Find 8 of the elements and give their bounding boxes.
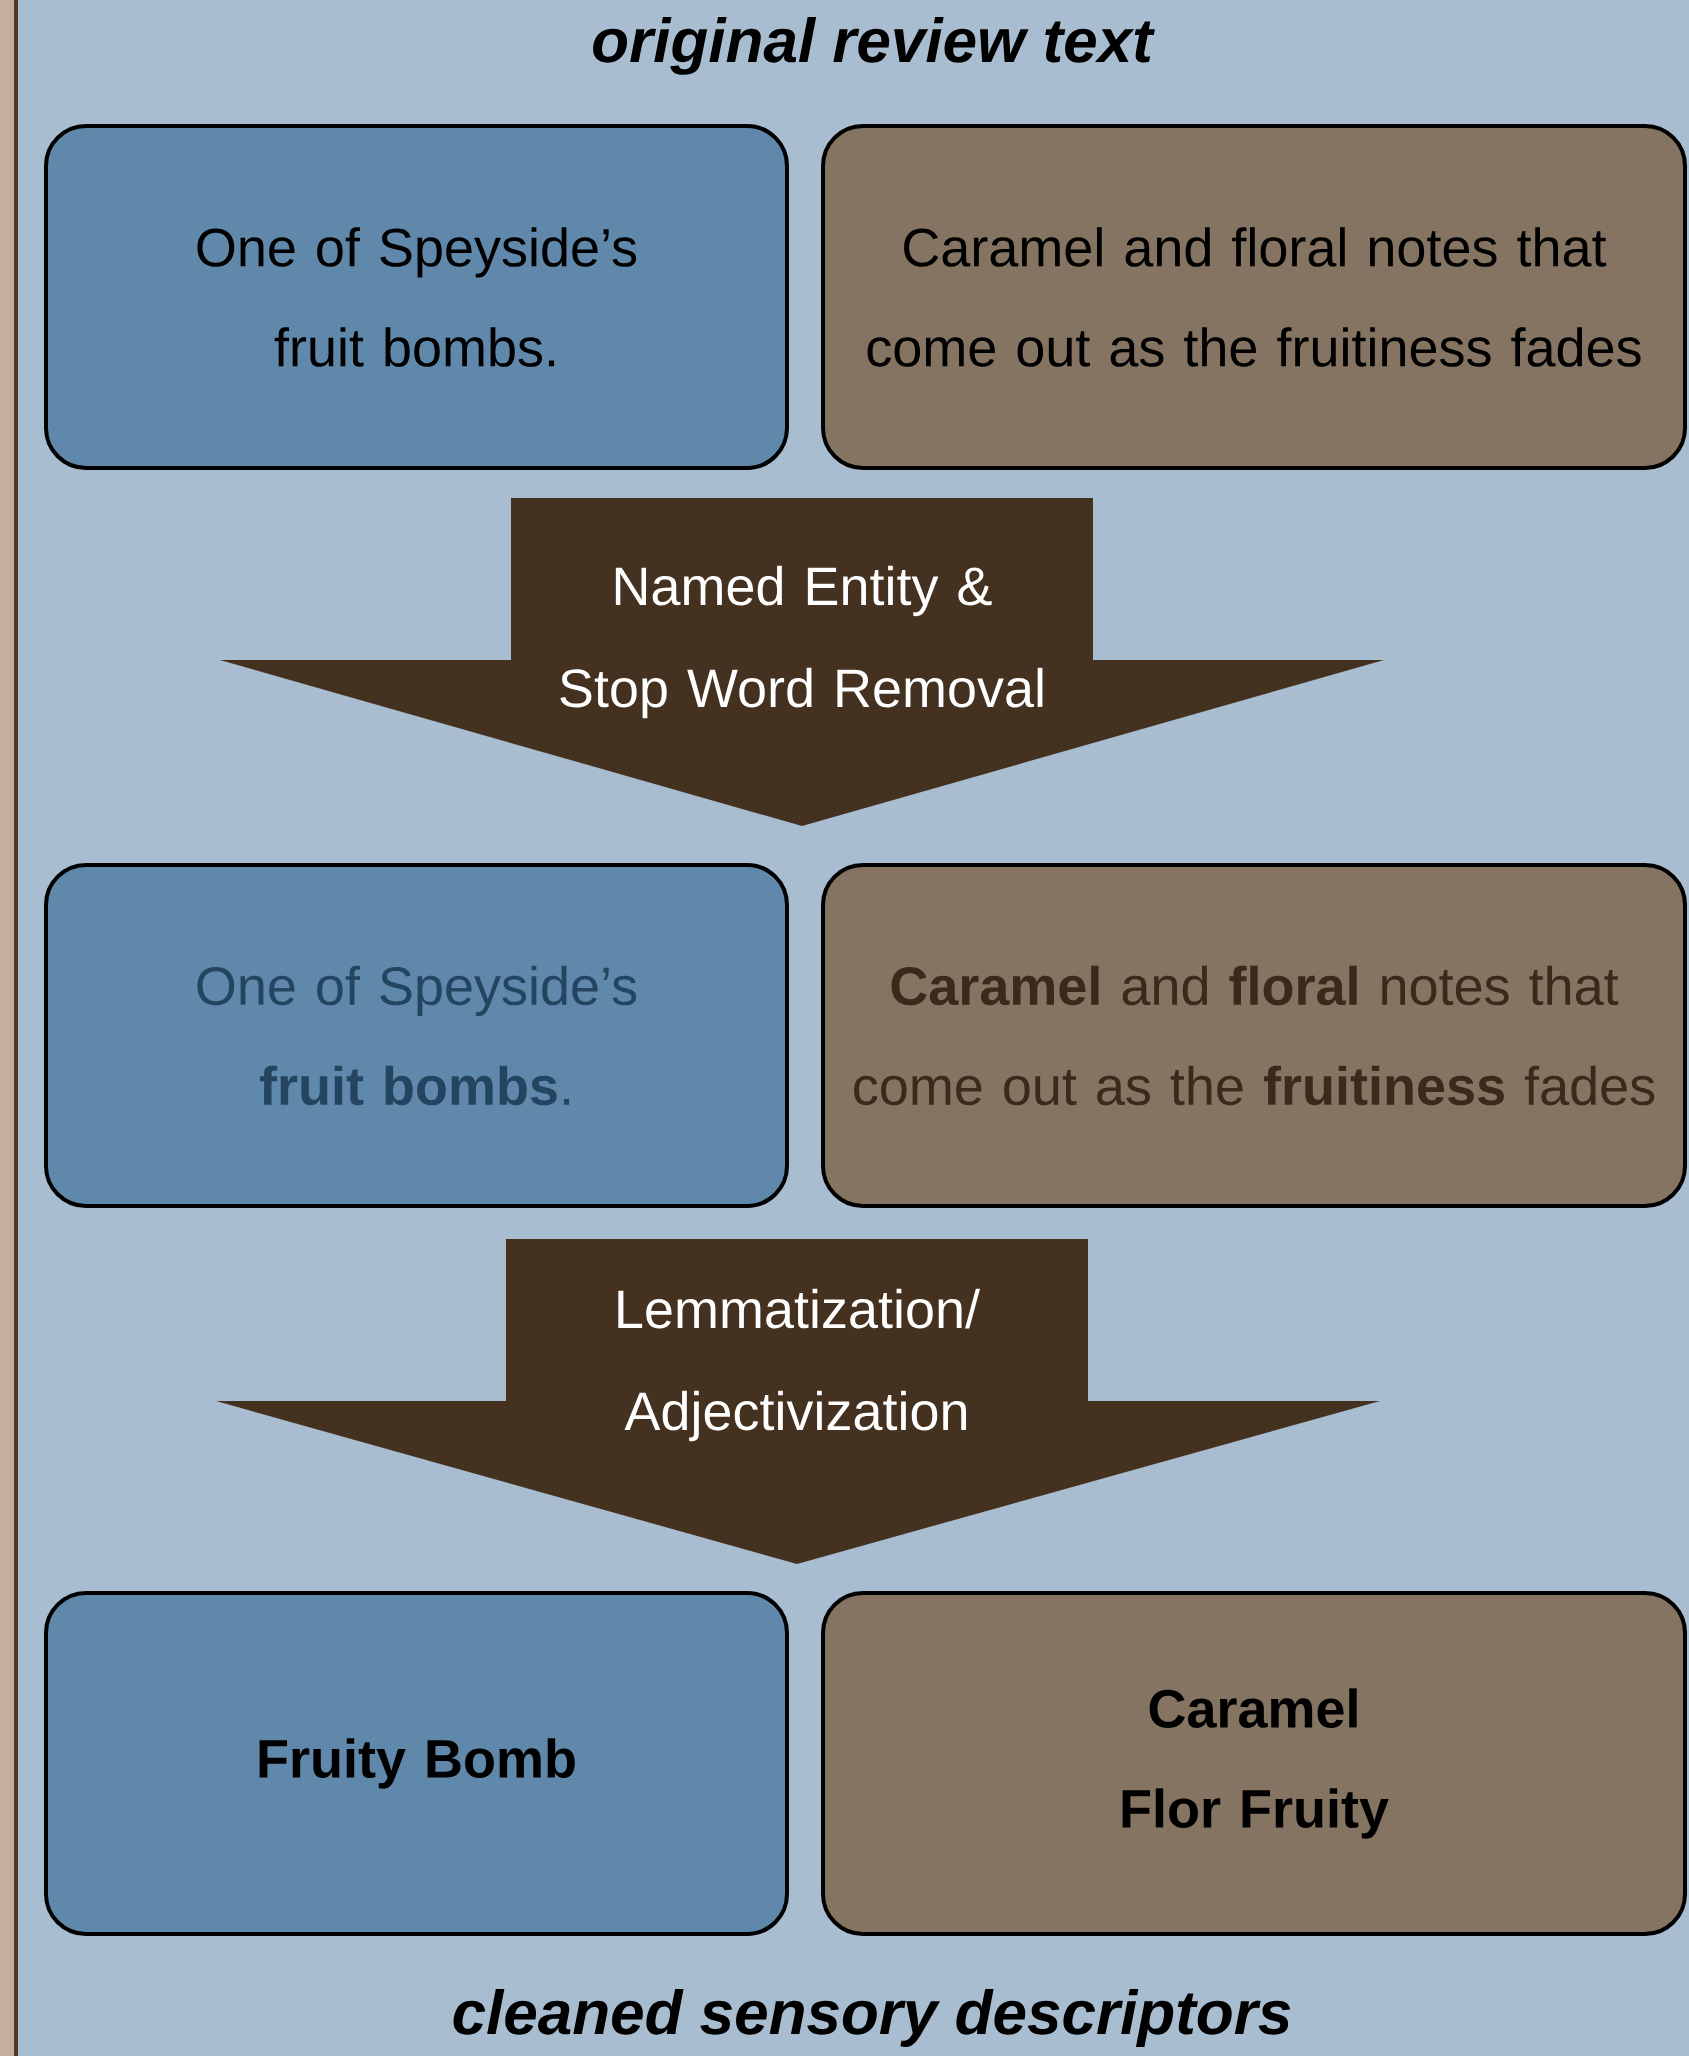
text-box: Caramel Flor Fruity: [821, 1591, 1687, 1936]
text-box: Fruity Bomb: [44, 1591, 789, 1936]
heading: original review text: [593, 17, 1155, 75]
text-box: Caramel and floral notes that come out as the fruitiness fades: [821, 863, 1687, 1208]
caption: cleaned sensory descriptors: [453, 1989, 1291, 2047]
text-box: Caramel and floral notes that come out as the fruitiness fades: [821, 124, 1687, 470]
text-box: One of Speyside’s fruit bombs.: [44, 863, 789, 1208]
text-box: One of Speyside’s fruit bombs.: [44, 124, 789, 470]
